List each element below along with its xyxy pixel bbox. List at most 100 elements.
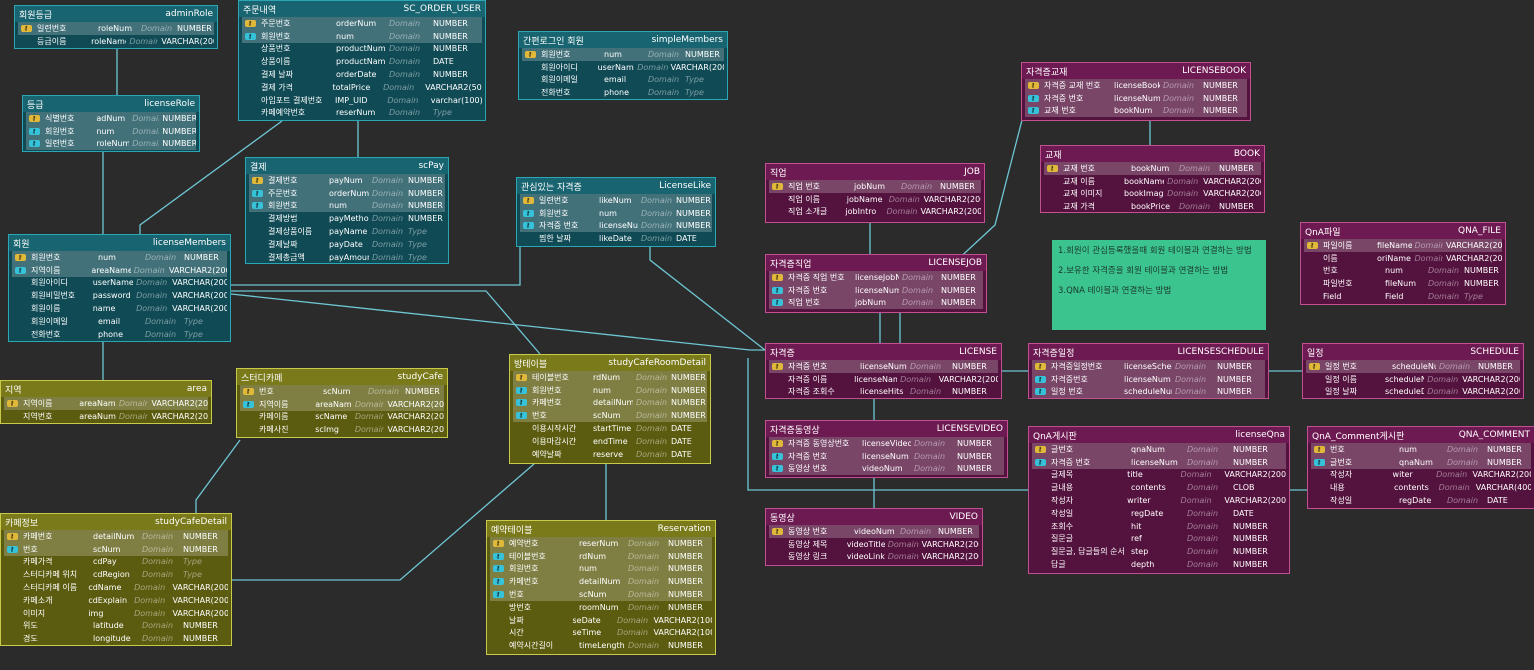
column-row[interactable]: 자격증 이름licenseNameDomainVARCHAR2(200) [769,373,998,386]
column-row[interactable]: ⚷식별번호adNumDomainNUMBER [26,112,196,125]
column-row[interactable]: ⚷자격증 교재 번호licenseBookNumDomainNUMBER [1025,79,1247,92]
design-note[interactable]: 1.회원이 관심등록했을때 회원 테이블과 연결하는 방법 2.보유한 자격증을… [1052,240,1266,330]
column-row[interactable]: 일정 이름scheduleNameDomainVARCHAR2(200) [1306,373,1520,386]
entity-licenseRole[interactable]: 등급licenseRole⚷식별번호adNumDomainNUMBER⚷회원번호… [22,95,200,152]
